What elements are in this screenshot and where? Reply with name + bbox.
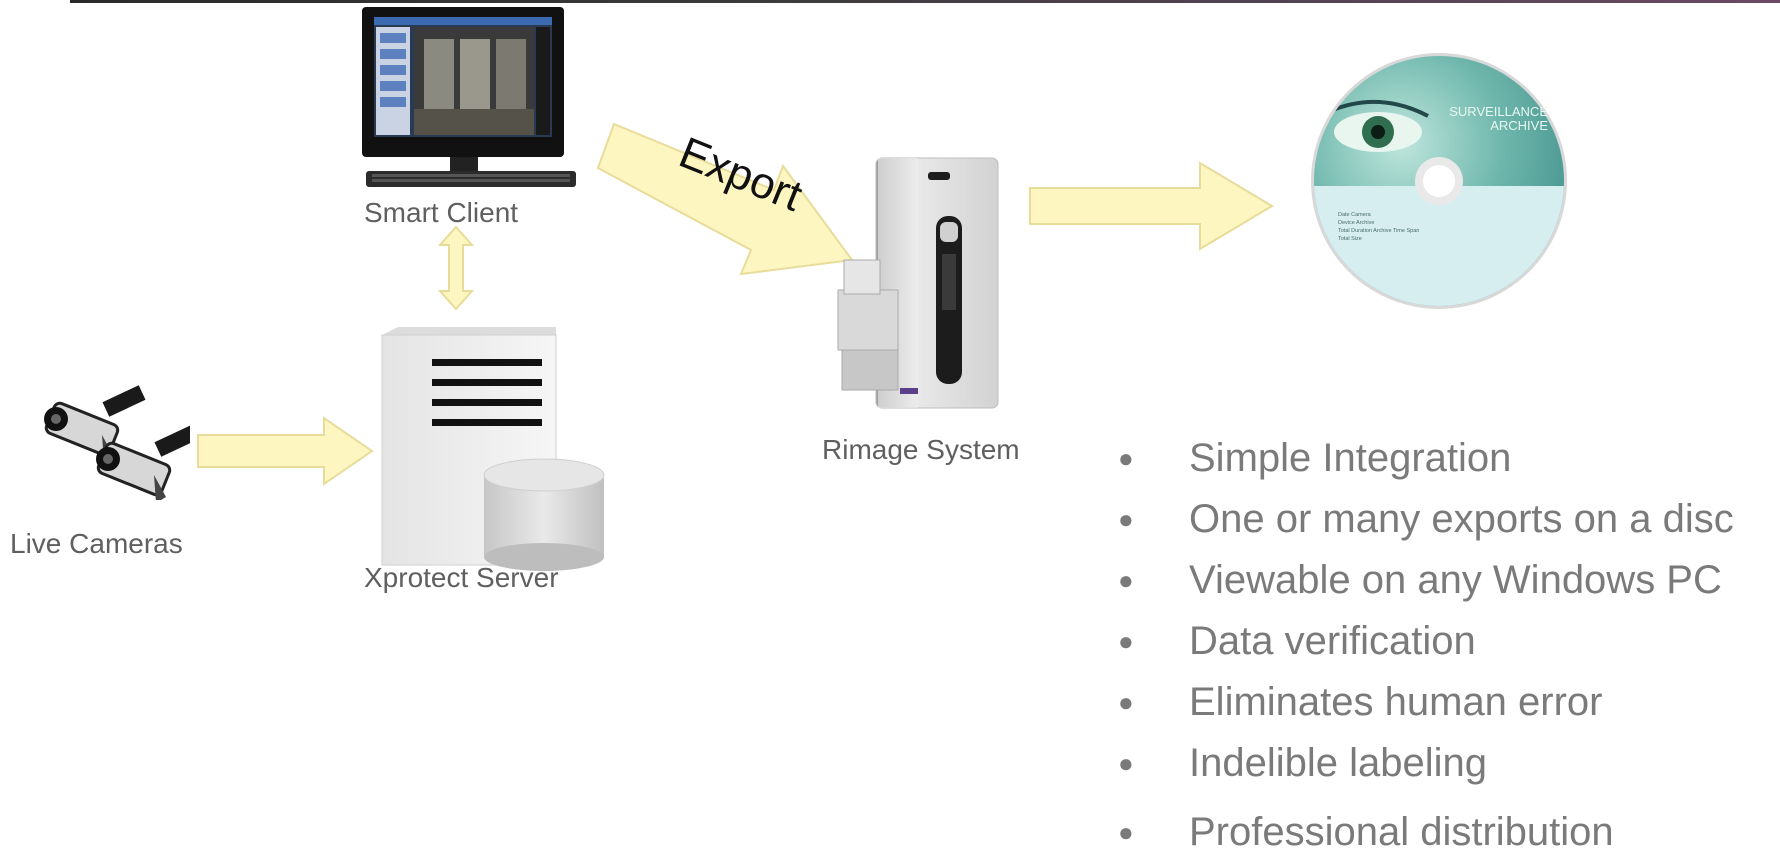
bullet-icon: ● bbox=[1118, 443, 1134, 473]
surveillance-archive-disc-icon: Date Camera Device Archive Total Duratio… bbox=[1311, 53, 1567, 309]
rimage-system-label: Rimage System bbox=[822, 434, 1020, 465]
bullet-icon: ● bbox=[1118, 504, 1134, 534]
feature-item-label: Viewable on any Windows PC bbox=[1189, 558, 1722, 602]
feature-item-label: Data verification bbox=[1189, 619, 1476, 663]
bullet-icon: ● bbox=[1118, 687, 1134, 717]
feature-list: ● Simple Integration ● One or many exports… bbox=[1110, 428, 1734, 863]
feature-item-label: One or many exports on a disc bbox=[1189, 497, 1734, 541]
bullet-icon: ● bbox=[1118, 748, 1134, 778]
feature-item-label: Simple Integration bbox=[1189, 436, 1512, 480]
bullet-icon: ● bbox=[1118, 817, 1134, 847]
feature-item: ● Professional distribution bbox=[1110, 802, 1734, 863]
smart-client-label: Smart Client bbox=[364, 197, 519, 228]
bullet-icon: ● bbox=[1118, 626, 1134, 656]
svg-text:Total Size: Total Size bbox=[1338, 236, 1362, 242]
feature-item-label: Indelible labeling bbox=[1189, 741, 1488, 785]
live-cameras-label: Live Cameras bbox=[10, 528, 183, 559]
xprotect-server-label: Xprotect Server bbox=[364, 562, 559, 593]
feature-item: ● One or many exports on a disc bbox=[1110, 489, 1734, 550]
top-rule bbox=[70, 0, 1780, 3]
security-camera-icon bbox=[44, 385, 190, 500]
feature-item: ● Viewable on any Windows PC bbox=[1110, 550, 1734, 611]
bullet-icon: ● bbox=[1118, 565, 1134, 595]
svg-text:Total Duration Archive Time: Total Duration Archive Time Span bbox=[1338, 228, 1419, 234]
svg-text:Date Camera: Date Camera bbox=[1338, 212, 1372, 218]
smart-client-monitor-icon bbox=[362, 7, 576, 187]
feature-item-label: Eliminates human error bbox=[1189, 680, 1603, 724]
server-icon bbox=[381, 327, 605, 571]
disc-title-line2: ARCHIVE bbox=[1490, 118, 1548, 133]
arrow-cameras-to-server bbox=[197, 416, 374, 486]
feature-item: ● Data verification bbox=[1110, 611, 1734, 672]
svg-text:Device Archive: Device Archive bbox=[1338, 220, 1374, 226]
bidirectional-arrow-icon bbox=[437, 225, 475, 311]
rimage-system-icon bbox=[837, 157, 999, 409]
feature-item: ● Eliminates human error bbox=[1110, 672, 1734, 733]
feature-item-label: Professional distribution bbox=[1189, 810, 1614, 854]
feature-item: ● Simple Integration bbox=[1110, 428, 1734, 489]
disc-title-line1: SURVEILLANCE bbox=[1449, 104, 1548, 119]
export-arrow: Export bbox=[596, 122, 854, 276]
arrow-rimage-to-disc bbox=[1029, 161, 1274, 251]
feature-item: ● Indelible labeling bbox=[1110, 733, 1734, 794]
